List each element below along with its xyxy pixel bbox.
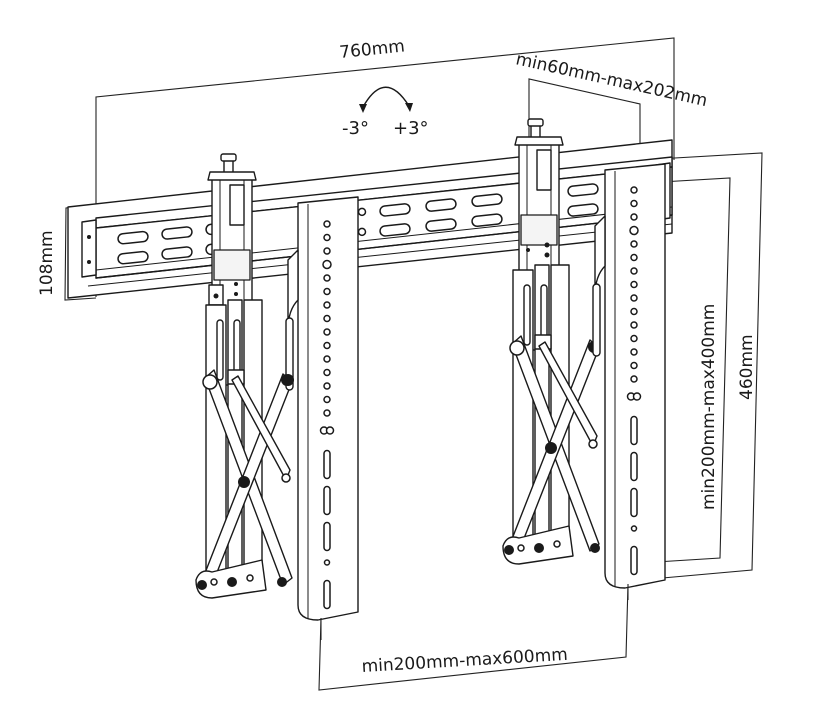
tilt-indicator: -3° +3° <box>342 86 429 139</box>
plate-hole-double <box>632 392 642 401</box>
plate-hole <box>323 314 331 323</box>
rail-slot <box>567 183 599 197</box>
plate-hole <box>323 341 331 350</box>
label-760mm: 760mm <box>338 36 405 63</box>
plate-slot <box>630 487 638 518</box>
label-horizontal-spacing: min200mm-max600mm <box>361 645 568 677</box>
rail-slot <box>471 193 503 207</box>
left-pivot-center <box>238 476 250 488</box>
plate-hole <box>630 267 638 275</box>
label-vertical-range: min200mm-max400mm <box>699 304 719 510</box>
rail-slot <box>161 226 193 240</box>
left-mounting-plate <box>277 196 359 621</box>
plate-hole <box>630 280 638 289</box>
tilt-plus-label: +3° <box>393 118 429 139</box>
plate-hole <box>323 247 331 255</box>
plate-hole <box>630 240 638 248</box>
plate-hole <box>629 225 639 236</box>
arrow-head-left <box>359 104 367 113</box>
plate-hole <box>630 348 638 356</box>
arrow-head-right <box>405 103 413 112</box>
plate-hole <box>630 525 638 532</box>
plate-slot <box>630 545 638 576</box>
right-plate-holes <box>626 186 642 576</box>
plate-hole <box>323 368 331 377</box>
rail-slot <box>425 198 457 212</box>
plate-slot <box>323 579 331 610</box>
plate-hole <box>630 375 638 383</box>
right-mounting-plate <box>590 163 666 589</box>
plate-slot <box>630 451 638 482</box>
plate-slot <box>323 485 331 516</box>
plate-hole <box>630 361 638 370</box>
right-pivot-bottom <box>504 545 514 555</box>
rail-end-cap-left <box>81 219 97 278</box>
rail-slot <box>117 250 149 265</box>
tilt-arc-arrow <box>362 86 410 108</box>
plate-hole-double <box>325 426 335 435</box>
plate-hole <box>323 382 331 390</box>
label-arm-adjust: min60mm-max202mm <box>514 49 709 111</box>
rail-slot <box>425 218 457 232</box>
rail-slot <box>471 213 503 227</box>
plate-hole <box>323 301 331 309</box>
left-pivot-bottom <box>197 580 207 590</box>
plate-hole <box>323 328 331 336</box>
dimension-horizontal-spacing: min200mm-max600mm <box>318 583 629 691</box>
label-108mm: 108mm <box>37 230 57 296</box>
rail-hole <box>357 207 367 217</box>
plate-hole <box>630 321 638 329</box>
plate-hole <box>323 395 331 404</box>
plate-slot <box>323 521 331 552</box>
wall-rail <box>67 139 673 299</box>
rail-slot <box>379 203 411 217</box>
plate-hole <box>323 220 331 228</box>
plate-hole <box>630 294 638 302</box>
plate-hole <box>630 199 638 208</box>
plate-hole <box>323 274 331 282</box>
rail-hole <box>357 227 367 237</box>
dimension-460mm: 460mm <box>639 152 763 581</box>
plate-hole <box>630 253 638 262</box>
dimension-vertical-range: min200mm-max400mm <box>639 177 731 564</box>
plate-slot <box>630 415 638 446</box>
plate-hole <box>323 287 331 296</box>
left-plate-holes <box>319 220 335 610</box>
plate-hole <box>322 259 332 270</box>
tilt-minus-label: -3° <box>342 118 369 139</box>
plate-hole <box>323 409 331 417</box>
plate-hole <box>630 307 638 316</box>
plate-hole <box>630 334 638 343</box>
rail-slot <box>379 223 411 237</box>
right-arm-assembly <box>502 118 600 565</box>
plate-hole <box>323 355 331 363</box>
plate-hole <box>630 186 638 194</box>
rail-slot <box>567 203 599 217</box>
plate-hole <box>323 233 331 242</box>
plate-slot <box>323 449 331 480</box>
right-pivot-center <box>545 442 557 454</box>
label-460mm: 460mm <box>737 334 757 400</box>
rail-slot <box>117 230 149 245</box>
rail-slot <box>161 246 193 260</box>
plate-hole <box>323 559 331 566</box>
plate-hole <box>630 213 638 221</box>
left-arm-assembly <box>195 153 293 599</box>
